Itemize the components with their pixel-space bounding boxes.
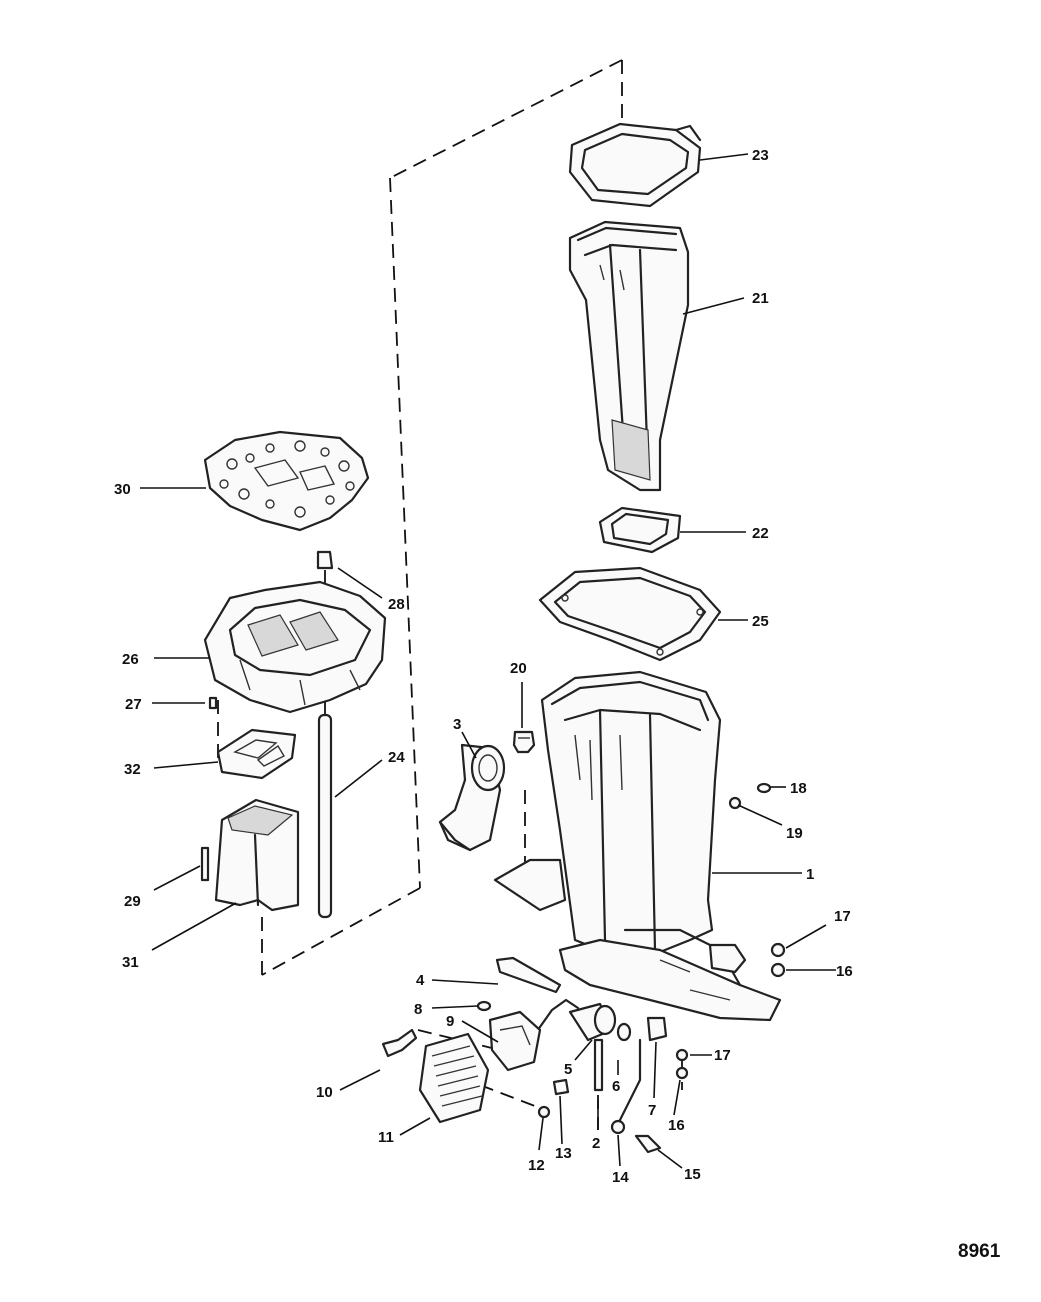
callout-13: 13 xyxy=(555,1145,572,1162)
callout-28: 28 xyxy=(388,596,405,613)
callout-22: 22 xyxy=(752,525,769,542)
part-3-elbow xyxy=(438,743,506,852)
callout-27: 27 xyxy=(125,696,142,713)
part-4-bolt xyxy=(495,956,562,994)
part-23-seal xyxy=(568,122,702,208)
callout-9: 9 xyxy=(446,1013,454,1030)
part-24-tube xyxy=(317,713,333,919)
callout-20: 20 xyxy=(510,660,527,677)
part-20-plug xyxy=(512,730,536,754)
callout-labels: 1 2 3 4 5 6 7 8 9 10 11 12 13 14 15 16 1… xyxy=(114,147,853,1186)
part-17-nut-lower xyxy=(675,1048,689,1062)
part-13-nut xyxy=(552,1078,570,1096)
figure-number: 8961 xyxy=(958,1241,1001,1262)
part-25-gasket xyxy=(538,566,722,662)
part-6-nut xyxy=(616,1022,632,1042)
part-21-liner xyxy=(568,220,690,492)
part-12-nut xyxy=(537,1105,551,1119)
callout-10: 10 xyxy=(316,1084,333,1101)
callout-7: 7 xyxy=(648,1102,656,1119)
part-2-stud xyxy=(593,1038,604,1092)
callout-11: 11 xyxy=(378,1129,394,1146)
part-15-screw xyxy=(634,1134,662,1154)
part-5-solenoid xyxy=(568,1002,617,1042)
part-9-bracket xyxy=(488,1010,542,1072)
callout-1: 1 xyxy=(806,866,814,883)
callout-15: 15 xyxy=(684,1166,701,1183)
callout-5: 5 xyxy=(564,1061,572,1078)
callout-32: 32 xyxy=(124,761,141,778)
part-22-gasket xyxy=(598,506,682,554)
callout-17-lower: 17 xyxy=(714,1047,731,1064)
callout-24: 24 xyxy=(388,749,405,766)
part-16-washer-upper xyxy=(770,962,786,978)
part-31-reed-housing xyxy=(214,798,300,912)
part-14-strap xyxy=(610,1038,642,1135)
callout-6: 6 xyxy=(612,1078,620,1095)
part-17-nut-upper xyxy=(770,942,786,958)
callout-30: 30 xyxy=(114,481,131,498)
callout-25: 25 xyxy=(752,613,769,630)
part-27-pin xyxy=(208,696,218,710)
callout-21: 21 xyxy=(752,290,769,307)
part-18-washer xyxy=(756,782,772,794)
part-7-cap xyxy=(646,1016,668,1042)
part-26-adapter-plate xyxy=(203,580,387,714)
callout-14: 14 xyxy=(612,1169,629,1186)
callout-29: 29 xyxy=(124,893,141,910)
part-11-plate xyxy=(418,1032,490,1124)
callout-12: 12 xyxy=(528,1157,545,1174)
part-10-bolt xyxy=(381,1028,418,1058)
part-28-fitting xyxy=(316,550,334,570)
callout-16-lower: 16 xyxy=(668,1117,685,1134)
callout-8: 8 xyxy=(414,1001,422,1018)
part-32-gasket xyxy=(216,728,297,780)
leader-lines xyxy=(140,153,836,1169)
part-29-bolt xyxy=(200,846,210,882)
callout-17-upper: 17 xyxy=(834,908,851,925)
wire-harness xyxy=(533,998,580,1036)
callout-2: 2 xyxy=(592,1135,600,1152)
callout-16-upper: 16 xyxy=(836,963,853,980)
part-1-housing xyxy=(493,670,782,1022)
part-19-nut xyxy=(728,796,742,810)
callout-23: 23 xyxy=(752,147,769,164)
part-16-washer-lower xyxy=(675,1066,689,1080)
callout-19: 19 xyxy=(786,825,803,842)
callout-31: 31 xyxy=(122,954,139,971)
callout-18: 18 xyxy=(790,780,807,797)
part-8-washer xyxy=(476,1000,492,1012)
callout-3: 3 xyxy=(453,716,461,733)
callout-26: 26 xyxy=(122,651,139,668)
callout-4: 4 xyxy=(416,972,425,989)
part-30-gasket xyxy=(203,430,370,532)
